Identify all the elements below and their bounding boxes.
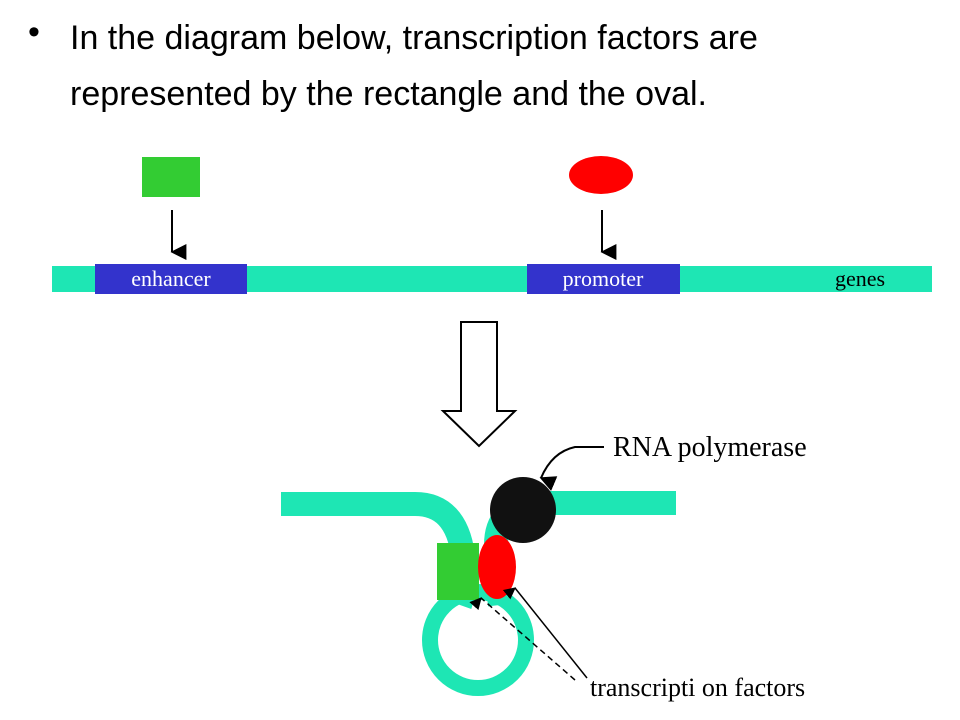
dna-loop bbox=[422, 584, 534, 696]
bullet-point: • In the diagram below, transcription fa… bbox=[28, 10, 928, 122]
rna-polymerase-pointer bbox=[539, 446, 604, 491]
bound-rectangle-factor bbox=[437, 543, 479, 600]
oval-factor-pointer bbox=[502, 587, 588, 679]
dna-strand-looped bbox=[281, 492, 477, 609]
rectangle-transcription-factor bbox=[142, 157, 200, 197]
bound-oval-factor bbox=[478, 535, 516, 599]
rna-polymerase bbox=[490, 477, 556, 543]
process-arrow bbox=[440, 321, 518, 448]
genes-label: genes bbox=[835, 266, 885, 291]
rna-polymerase-label: RNA polymerase bbox=[613, 432, 807, 463]
transcription-factors-label: transcripti on factors bbox=[590, 673, 805, 702]
enhancer-region bbox=[95, 264, 247, 294]
bullet-symbol: • bbox=[28, 13, 40, 51]
promoter-label: promoter bbox=[563, 266, 644, 291]
oval-transcription-factor bbox=[569, 156, 633, 194]
promoter-region bbox=[527, 264, 680, 294]
enhancer-label: enhancer bbox=[131, 266, 211, 291]
bullet-text: In the diagram below, transcription fact… bbox=[70, 19, 758, 113]
rectangle-factor-pointer bbox=[469, 597, 576, 681]
